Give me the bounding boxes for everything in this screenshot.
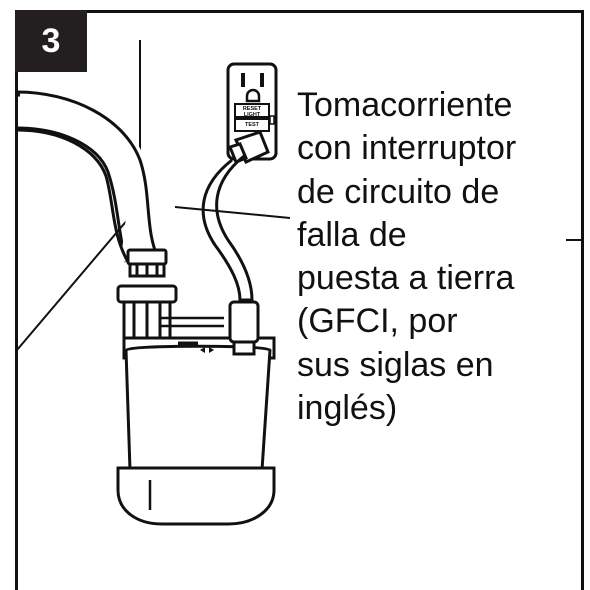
test-button (234, 118, 270, 132)
caption-line: con interruptor (297, 129, 517, 168)
caption-line: sus siglas en (297, 345, 494, 384)
floor-edge-back (174, 206, 291, 219)
step-number: 3 (41, 21, 61, 60)
gfci-outlet: RESET LIGHT TEST (226, 62, 278, 161)
plug (227, 130, 270, 164)
caption-line: inglés) (297, 389, 398, 428)
reset-label: RESET (243, 106, 262, 112)
sump-pump (116, 300, 276, 526)
caption-line: de circuito de (297, 172, 500, 211)
discharge-hose (16, 83, 162, 263)
caption-line: falla de (297, 215, 407, 254)
caption-line: (GFCI, por (297, 302, 458, 341)
reset-button (234, 103, 270, 118)
gfci-caption: Tomacorriente con interruptor de circuit… (297, 84, 587, 430)
panel-frame (15, 10, 584, 590)
reset-light-label: LIGHT (244, 112, 261, 118)
caption-line: Tomacorriente (297, 86, 513, 124)
hose-connector (116, 248, 178, 340)
caption-line: puesta a tierra (297, 259, 515, 298)
test-label: TEST (245, 122, 260, 128)
step-number-badge: 3 (15, 10, 87, 72)
